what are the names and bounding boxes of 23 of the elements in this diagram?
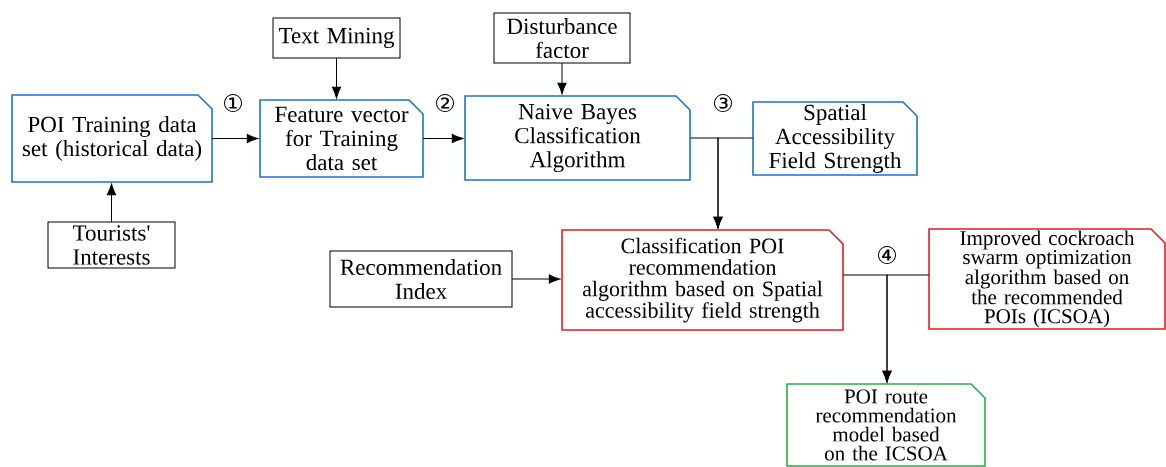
process-box: Improved cockroach swarm optimization algorithm based on the recommended POIs (ICSOA)	[928, 228, 1166, 330]
edge-label: ③	[714, 94, 732, 112]
arrow	[106, 183, 117, 223]
text-box: Disturbance factor	[493, 12, 631, 64]
text-box: Recommendation Index	[329, 250, 513, 308]
process-box: Classification POI recommendation algorithm based on Spatial accessibility field strength	[561, 229, 844, 331]
process-box: POI route recommendation model based on the ICSOA	[786, 383, 986, 467]
arrow	[422, 133, 464, 144]
edge-label: ④	[878, 246, 896, 264]
edge-label: ①	[224, 94, 242, 112]
text-box: Tourists' Interests	[47, 221, 176, 269]
arrow	[331, 57, 342, 99]
arrow	[882, 274, 930, 383]
process-box: POI Training data set (historical data)	[11, 94, 213, 183]
arrow	[557, 62, 567, 95]
text-box: Text Mining	[272, 17, 401, 59]
process-box: Spatial Accessibility Field Strength	[752, 101, 918, 176]
arrow	[511, 274, 561, 284]
edge-label: ②	[436, 94, 454, 112]
arrow	[211, 133, 259, 144]
arrow	[713, 137, 754, 229]
process-box: Naive Bayes Classification Algorithm	[464, 95, 691, 181]
process-box: Feature vector for Training data set	[259, 99, 424, 178]
